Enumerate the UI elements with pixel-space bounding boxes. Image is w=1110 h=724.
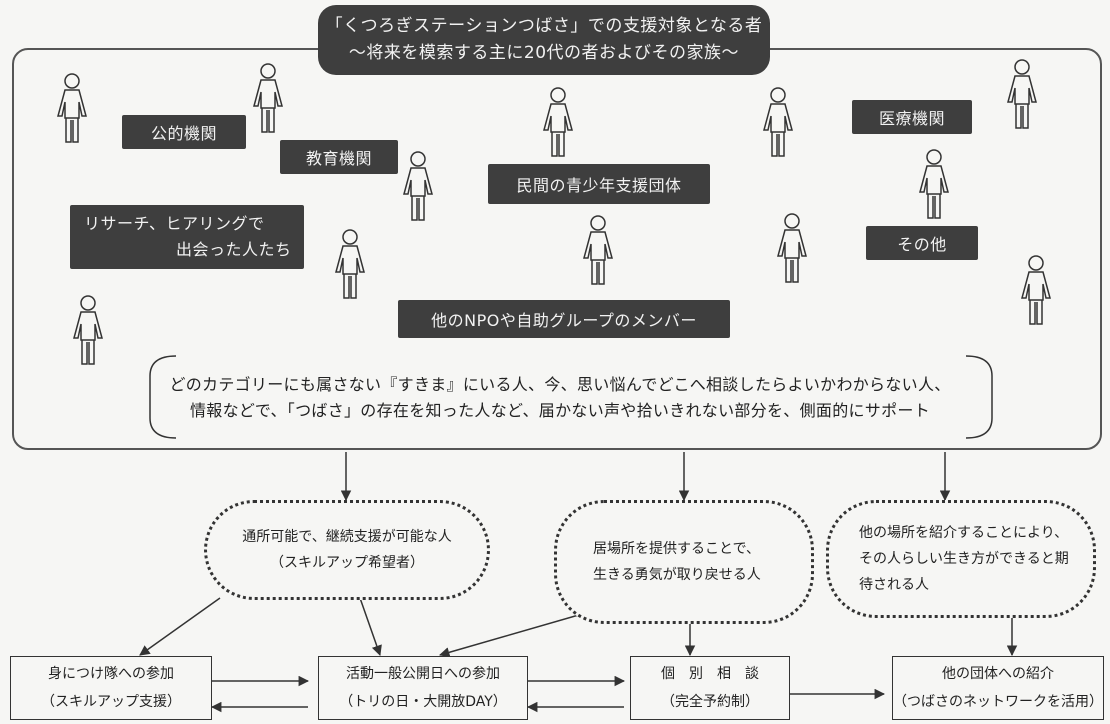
result-other-organization-referral: 他の団体への紹介 （つばさのネットワークを活用） — [892, 656, 1104, 720]
arrow-bubble-left-to-mitsuke — [139, 597, 221, 656]
gap-note-line-2: 情報などで、「つばさ」の存在を知った人など、届かない声や拾いきれない部分を、側面… — [189, 401, 931, 420]
title-line-1: 「くつろぎステーションつばさ」での支援対象となる者 — [325, 16, 763, 36]
person-icon — [772, 212, 812, 284]
category-education: 教育機関 — [280, 140, 398, 174]
arrow-bubble-left-to-openday — [359, 597, 382, 656]
person-icon — [330, 228, 370, 300]
category-npo-members: 他のNPOや自助グループのメンバー — [398, 300, 730, 338]
person-icon — [758, 86, 798, 158]
person-icon — [68, 294, 108, 366]
category-public-agency: 公的機関 — [122, 115, 246, 149]
person-icon — [1016, 254, 1056, 326]
category-research-contacts: リサーチ、ヒアリングで 出会った人たち — [70, 205, 304, 269]
result-individual-consultation: 個 別 相 談 （完全予約制） — [630, 656, 790, 720]
person-icon — [398, 150, 438, 222]
result-mitsuke-tai: 身につけ隊への参加 （スキルアップ支援） — [10, 656, 212, 720]
person-icon — [248, 62, 288, 134]
person-icon — [52, 72, 92, 144]
gap-support-note: どのカテゴリーにも属さない『すきま』にいる人、今、思い悩んでどこへ相談したらよい… — [150, 372, 970, 424]
bubble-place-provision: 居場所を提供することで、 生きる勇気が取り戻せる人 — [554, 500, 814, 624]
arrow-bubble-middle-to-openday — [438, 609, 597, 658]
category-medical: 医療機関 — [852, 100, 972, 134]
gap-note-line-1: どのカテゴリーにも属さない『すきま』にいる人、今、思い悩んでどこへ相談したらよい… — [169, 375, 951, 394]
category-other: その他 — [866, 226, 978, 260]
person-icon — [1002, 58, 1042, 130]
result-open-day: 活動一般公開日への参加 （トリの日・大開放DAY） — [318, 656, 528, 720]
person-icon — [538, 86, 578, 158]
title-line-2: ～将来を模索する主に20代の者およびその家族～ — [348, 43, 740, 63]
bubble-referral: 他の場所を紹介することにより、 その人らしい生き方ができると期 待される人 — [826, 500, 1096, 618]
diagram-title: 「くつろぎステーションつばさ」での支援対象となる者 ～将来を模索する主に20代の… — [318, 5, 770, 75]
category-private-youth-support: 民間の青少年支援団体 — [488, 164, 710, 204]
person-icon — [578, 214, 618, 286]
bubble-continuous-support: 通所可能で、継続支援が可能な人 （スキルアップ希望者） — [204, 500, 490, 600]
person-icon — [914, 148, 954, 220]
